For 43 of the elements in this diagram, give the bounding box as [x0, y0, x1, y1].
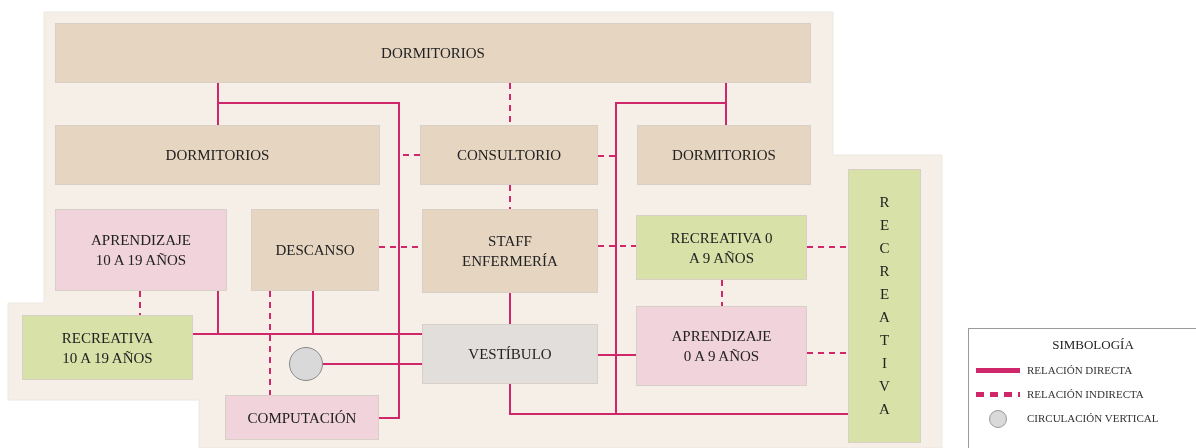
room-box — [422, 324, 598, 384]
room-label: RECREATIVA 10 A 19 AÑOS — [60, 328, 155, 368]
room-box — [636, 306, 807, 386]
dashed-connector — [597, 155, 617, 157]
connector-line — [312, 290, 423, 335]
room-label: COMPUTACIÓN — [247, 408, 357, 428]
room-box — [55, 125, 380, 185]
legend-label: RELACIÓN INDIRECTA — [1027, 387, 1144, 403]
room-box — [251, 209, 379, 291]
dashed-connector — [509, 184, 511, 210]
legend-label: RELACIÓN DIRECTA — [1027, 363, 1133, 379]
room-label: CONSULTORIO — [456, 146, 562, 165]
room-box — [637, 125, 811, 185]
room-box — [420, 125, 598, 185]
legend-label: CIRCULACIÓN VERTICAL — [1027, 411, 1159, 427]
dashed-connector — [269, 290, 271, 396]
room-label: RECREATIVA 0 A 9 AÑOS — [669, 228, 774, 268]
room-label: DORMITORIOS — [672, 146, 776, 165]
room-label: APRENDIZAJE 0 A 9 AÑOS — [670, 327, 773, 366]
dashed-connector — [806, 246, 849, 248]
room-label: DORMITORIOS — [381, 44, 485, 63]
dashed-connector — [806, 352, 849, 354]
room-box — [225, 395, 379, 440]
connector-line — [597, 354, 637, 356]
room-label: DORMITORIOS — [165, 146, 270, 165]
dashed-connector — [597, 245, 637, 247]
room-box — [848, 169, 921, 443]
connector-line — [509, 292, 511, 325]
room-box — [636, 215, 807, 280]
room-box — [55, 209, 227, 291]
connector-line — [322, 363, 423, 365]
connector-line — [509, 383, 849, 415]
dashed-connector — [139, 290, 141, 316]
dashed-connector — [721, 279, 723, 307]
room-box — [22, 315, 193, 380]
room-label: VESTÍBULO — [468, 345, 552, 364]
room-label: APRENDIZAJE 10 A 19 AÑOS — [90, 231, 192, 270]
room-label: DESCANSO — [275, 241, 355, 260]
room-box — [422, 209, 598, 293]
room-box — [55, 23, 811, 83]
legend-title: SIMBOLOGÍA — [1051, 336, 1135, 354]
room-label: RECREATIVA — [879, 193, 890, 419]
room-label: STAFF ENFERMERÍA — [461, 232, 559, 271]
